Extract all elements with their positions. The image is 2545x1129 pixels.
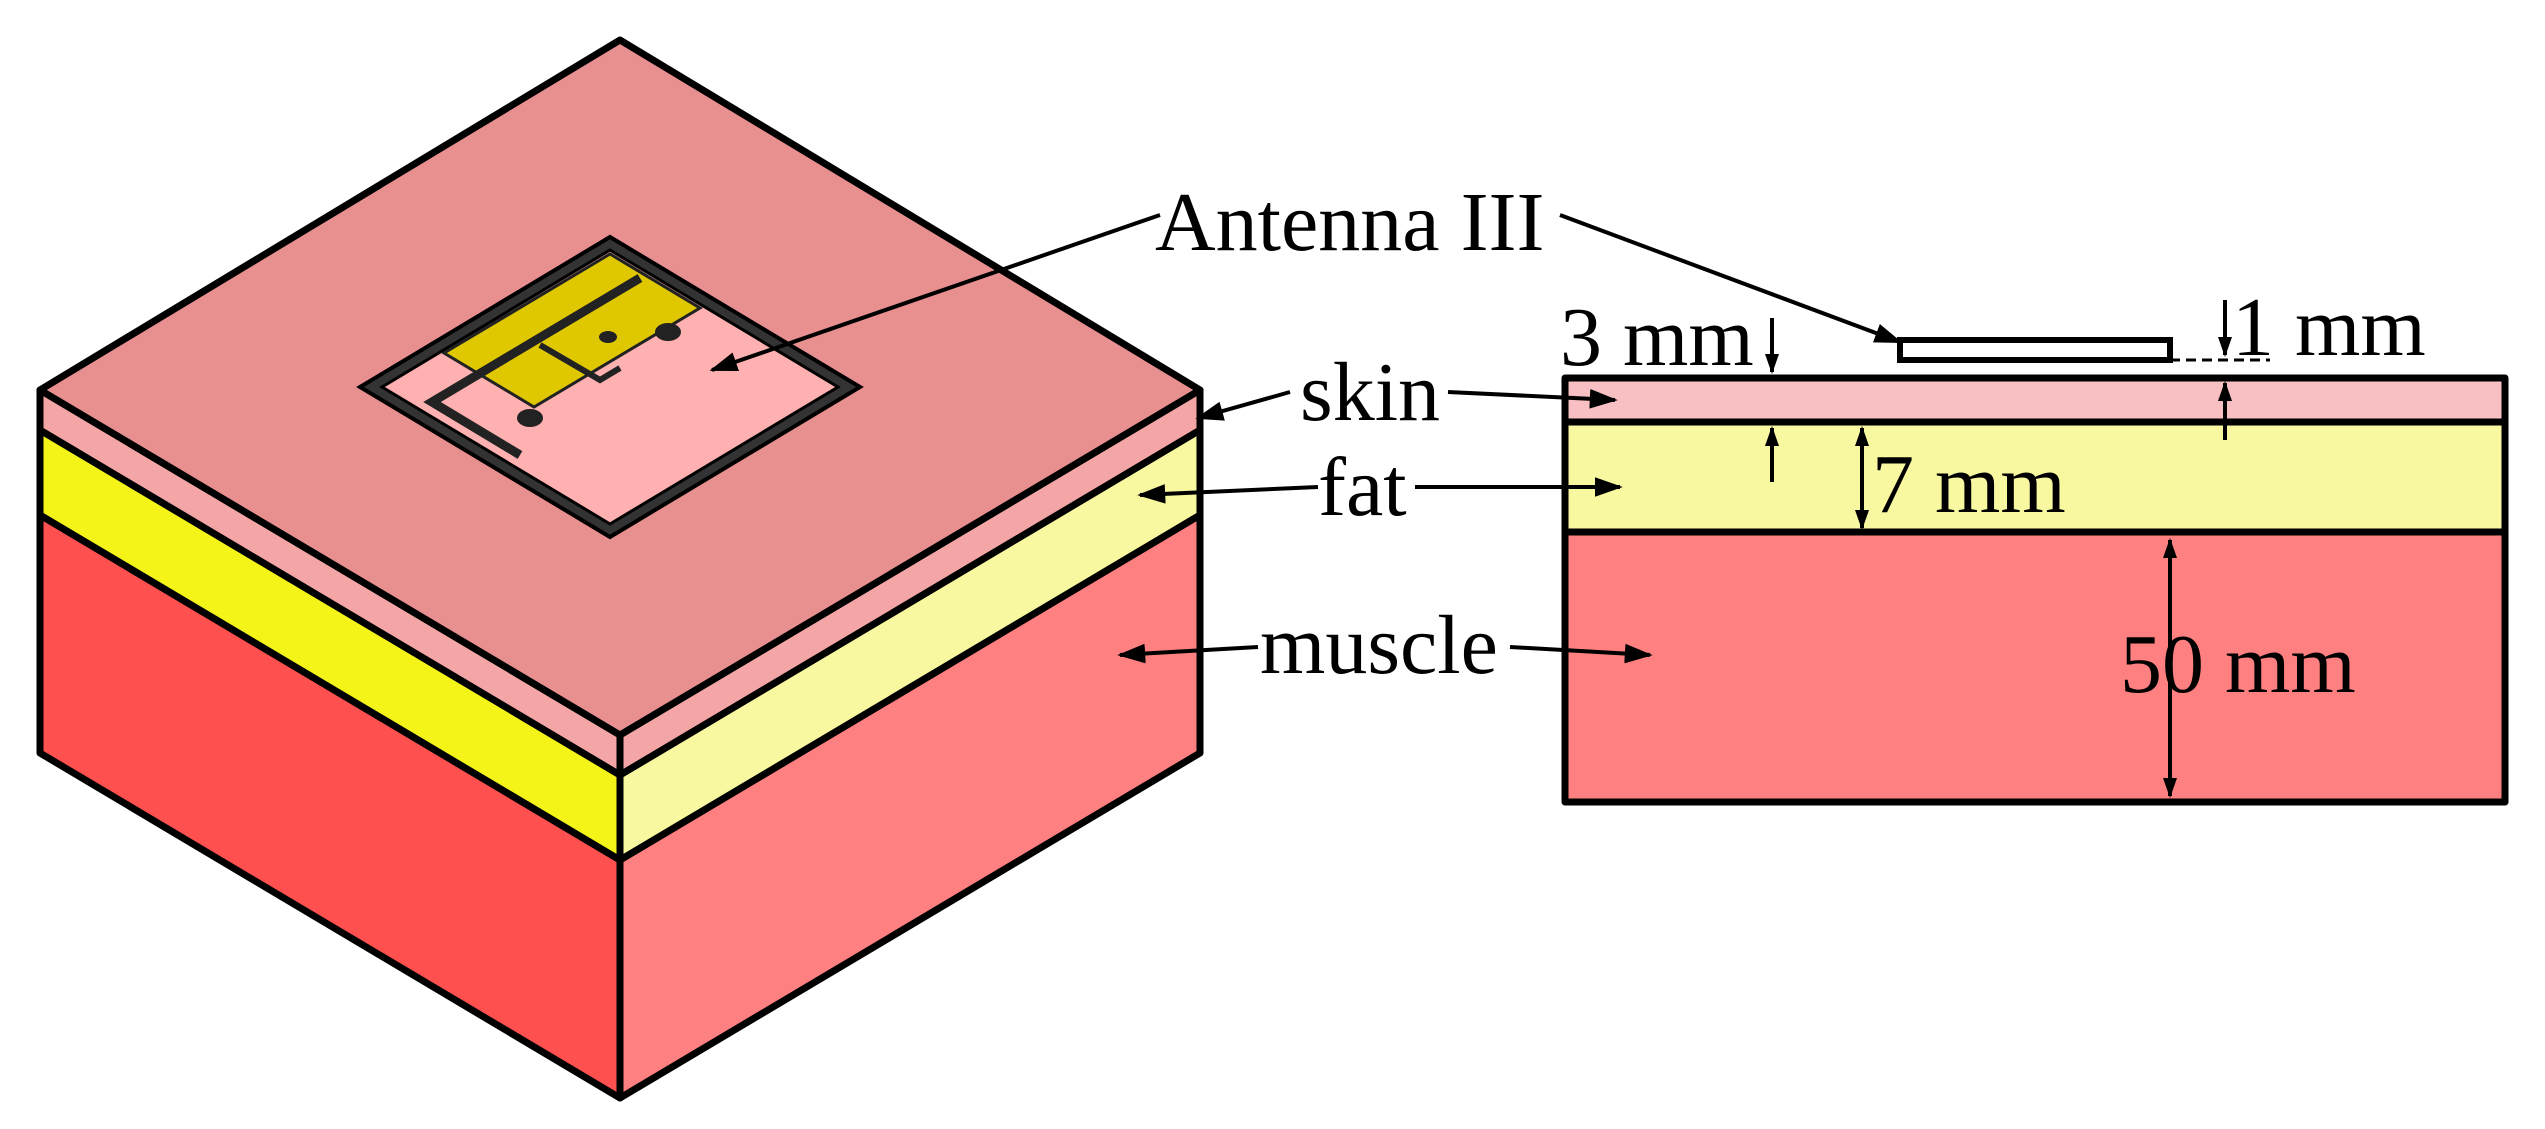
antenna-feed-line bbox=[423, 274, 643, 459]
antenna-slot-line bbox=[538, 342, 622, 384]
muscle-leader-right bbox=[1509, 643, 1653, 664]
antenna-leader-left bbox=[709, 213, 1161, 372]
antenna-pin-3 bbox=[517, 409, 543, 427]
cross-section-muscle bbox=[1561, 528, 2509, 806]
antenna-offset-dimension: 1 mm bbox=[2232, 281, 2426, 374]
tissue-block-3d bbox=[36, 36, 1204, 1102]
labels: Antenna III skin fat muscle 3 mm 1 mm 7 … bbox=[1155, 176, 2426, 711]
antenna-substrate bbox=[379, 248, 841, 526]
fat-label: fat bbox=[1318, 441, 1407, 534]
fat-leader-left bbox=[1137, 484, 1319, 504]
cross-section-antenna bbox=[1897, 337, 2173, 363]
cross-section-fat bbox=[1561, 418, 2509, 536]
skin-leader-right bbox=[1447, 389, 1618, 409]
tissue-cross-section bbox=[1561, 337, 2509, 806]
muscle-label: muscle bbox=[1260, 599, 1498, 692]
antenna-3d bbox=[356, 234, 864, 540]
antenna-pin-1 bbox=[599, 331, 617, 343]
muscle-thickness-dimension: 50 mm bbox=[2120, 618, 2356, 711]
fat-thickness-dimension: 7 mm bbox=[1872, 438, 2066, 531]
skin-gap-dimension: 3 mm bbox=[1560, 291, 1754, 384]
dimension-markers bbox=[1765, 300, 2232, 798]
antenna-leader-right bbox=[1559, 213, 1903, 344]
antenna-label: Antenna III bbox=[1155, 176, 1544, 269]
skin-leader-left bbox=[1195, 390, 1291, 421]
muscle-leader-left bbox=[1117, 643, 1259, 664]
leader-lines bbox=[709, 213, 1903, 664]
antenna-patch bbox=[441, 252, 703, 409]
antenna-pin-2 bbox=[655, 323, 681, 341]
cross-section-skin bbox=[1561, 374, 2509, 426]
skin-label: skin bbox=[1300, 346, 1440, 439]
